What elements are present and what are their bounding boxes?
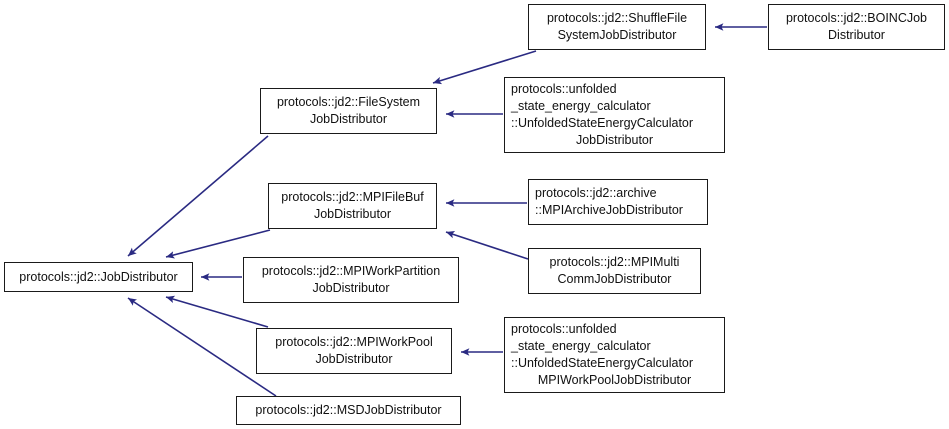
edge-mpimulticomm-to-mpifilebuf: [445, 231, 529, 260]
edge-filesystem-to-jobdistributor: [127, 135, 269, 257]
class-node-label: _state_energy_calculator: [511, 99, 651, 113]
class-node-label: JobDistributor: [312, 281, 390, 295]
class-node-label: SystemJobDistributor: [557, 28, 677, 42]
class-node-label: ::MPIArchiveJobDistributor: [535, 203, 683, 217]
class-node-label: protocols::jd2::ShuffleFile: [546, 11, 688, 25]
class-node-label: protocols::jd2::BOINCJob: [785, 11, 928, 25]
class-node-label: protocols::jd2::archive: [535, 186, 657, 200]
edge-msd-to-jobdistributor: [127, 297, 277, 397]
edge-mpiworkpool-to-jobdistributor: [165, 295, 269, 328]
class-node-label: protocols::jd2::FileSystem: [276, 95, 421, 109]
class-node-label: protocols::unfolded: [511, 82, 617, 96]
class-node-label: protocols::jd2::MPIWorkPartition: [261, 264, 441, 278]
class-node-label: _state_energy_calculator: [511, 339, 651, 353]
edge-mpifilebuf-to-jobdistributor: [165, 229, 271, 259]
class-node-label: protocols::jd2::MPIMulti: [549, 255, 680, 269]
class-node-unfolded-jd[interactable]: protocols::unfolded_state_energy_calcula…: [504, 77, 725, 153]
class-node-label: ::UnfoldedStateEnergyCalculator: [511, 356, 694, 370]
class-node-archive[interactable]: protocols::jd2::archive::MPIArchiveJobDi…: [528, 179, 708, 225]
class-node-label: protocols::jd2::MSDJobDistributor: [255, 403, 442, 417]
class-node-label: protocols::jd2::JobDistributor: [19, 269, 178, 284]
class-node-unfolded-mpiworkpool[interactable]: protocols::unfolded_state_energy_calcula…: [504, 317, 725, 393]
class-node-label: protocols::unfolded: [511, 322, 617, 336]
class-node-label: Distributor: [828, 28, 885, 42]
class-node-label: JobDistributor: [313, 207, 392, 221]
class-node-label: protocols::jd2::MPIFileBuf: [281, 190, 424, 204]
class-node-label: protocols::jd2::MPIWorkPool: [275, 335, 433, 349]
class-node-jobdistributor[interactable]: protocols::jd2::JobDistributor: [4, 262, 193, 292]
class-node-label: JobDistributor: [315, 352, 393, 366]
class-node-label: JobDistributor: [309, 112, 388, 126]
class-node-msd[interactable]: protocols::jd2::MSDJobDistributor: [236, 396, 461, 425]
class-node-label: ::UnfoldedStateEnergyCalculator: [511, 116, 694, 130]
edge-shufflefilesystem-to-filesystem: [432, 50, 537, 85]
class-node-label: MPIWorkPoolJobDistributor: [537, 373, 692, 387]
class-node-label: JobDistributor: [575, 133, 654, 147]
class-node-label: CommJobDistributor: [557, 272, 672, 286]
